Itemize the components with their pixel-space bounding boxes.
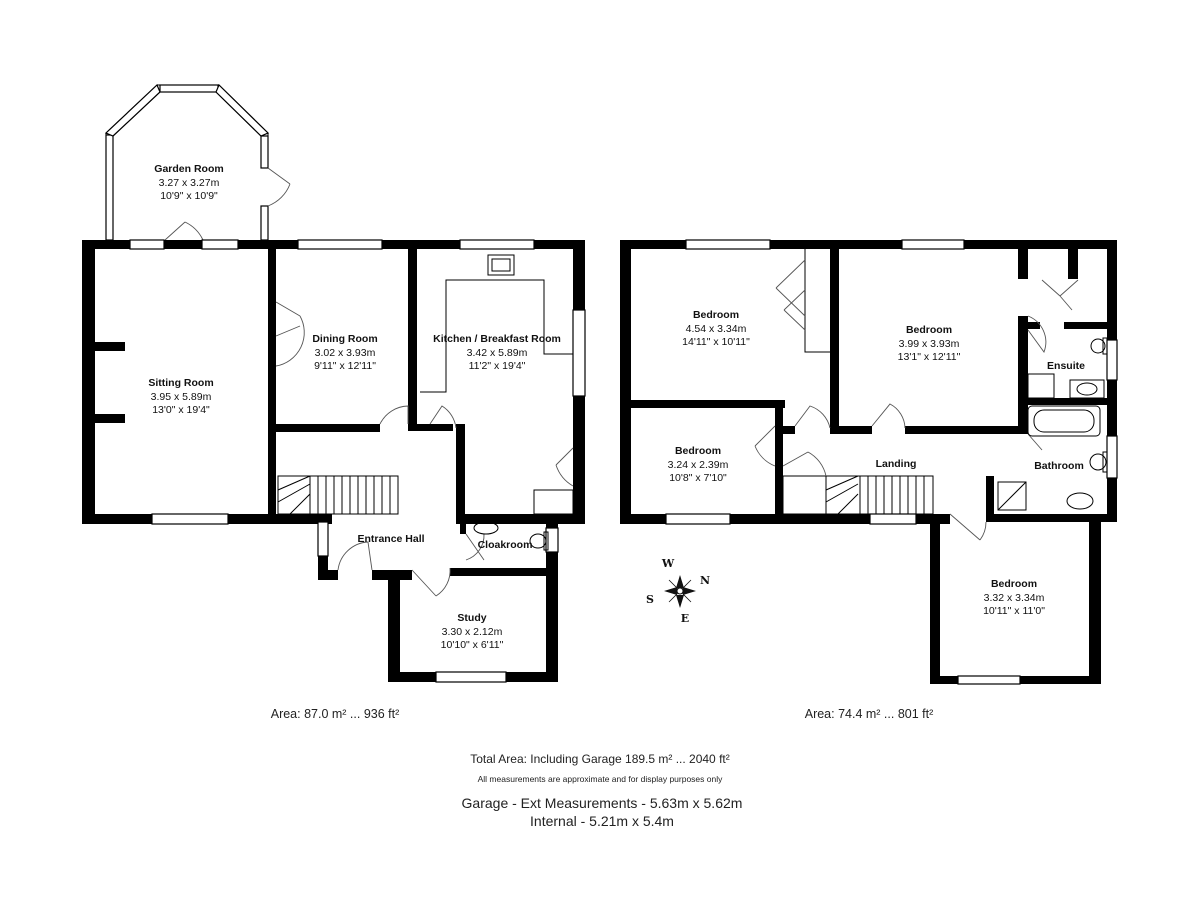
ensuite-cupboard [1027, 279, 1079, 353]
dining-room-imperial: 9'11" x 12'11" [314, 360, 376, 372]
compass-west-label: W [661, 557, 675, 570]
dining-room-name: Dining Room [312, 333, 377, 345]
ground-floor-walls [82, 239, 586, 683]
bedroom-2-imperial: 13'1" x 12'11" [898, 351, 961, 363]
first-floor-area: Area: 74.4 m² ... 801 ft² [805, 707, 934, 721]
kitchen-fittings [420, 254, 574, 515]
garage-ext-measurements: Garage - Ext Measurements - 5.63m x 5.62… [462, 795, 743, 811]
ground-floor-doors [275, 301, 485, 597]
kitchen-name: Kitchen / Breakfast Room [433, 333, 561, 345]
sitting-room-name: Sitting Room [148, 377, 213, 389]
wardrobe [775, 249, 830, 353]
bedroom-4-imperial: 10'11" x 11'0" [983, 605, 1045, 617]
bedroom-4-name: Bedroom [991, 578, 1037, 590]
ground-floor-stairs [277, 475, 399, 515]
first-floor-doors [754, 403, 1043, 541]
ground-floor-area: Area: 87.0 m² ... 936 ft² [271, 707, 400, 721]
first-floor-windows [665, 239, 1118, 685]
bathroom-name: Bathroom [1034, 460, 1084, 472]
kitchen-imperial: 11'2" x 19'4" [469, 360, 526, 372]
bedroom-3-name: Bedroom [675, 445, 721, 457]
dining-room-metric: 3.02 x 3.93m [315, 347, 376, 359]
study-name: Study [457, 612, 486, 624]
garden-room-imperial: 10'9" x 10'9" [160, 190, 218, 202]
bedroom-2-name: Bedroom [906, 324, 952, 336]
first-floor-stairs [782, 475, 934, 515]
first-floor-walls [620, 240, 1117, 684]
cloakroom-name: Cloakroom [478, 539, 533, 551]
ground-floor-plan: Garden Room 3.27 x 3.27m 10'9" x 10'9" S… [82, 83, 586, 721]
ensuite-name: Ensuite [1047, 360, 1085, 372]
study-imperial: 10'10" x 6'11" [441, 639, 504, 651]
sitting-room-imperial: 13'0" x 19'4" [152, 404, 210, 416]
disclaimer: All measurements are approximate and for… [478, 774, 723, 784]
landing-name: Landing [876, 458, 917, 470]
bedroom-1-name: Bedroom [693, 309, 739, 321]
kitchen-metric: 3.42 x 5.89m [467, 347, 528, 359]
compass-south-label: S [646, 593, 654, 606]
entrance-hall-name: Entrance Hall [357, 533, 424, 545]
bedroom-1-imperial: 14'11" x 10'11" [682, 336, 750, 348]
study-metric: 3.30 x 2.12m [442, 626, 503, 638]
garage-int-measurements: Internal - 5.21m x 5.4m [530, 813, 674, 829]
bathroom-fittings [997, 337, 1108, 511]
bedroom-3-metric: 3.24 x 2.39m [668, 459, 729, 471]
total-area: Total Area: Including Garage 189.5 m² ..… [470, 752, 729, 766]
compass-east-label: E [681, 612, 689, 625]
first-floor-plan: Bedroom 4.54 x 3.34m 14'11" x 10'11" Bed… [620, 239, 1118, 721]
bedroom-1-metric: 4.54 x 3.34m [686, 323, 747, 335]
garden-room-name: Garden Room [154, 163, 223, 175]
bedroom-4-metric: 3.32 x 3.34m [984, 592, 1045, 604]
bedroom-3-imperial: 10'8" x 7'10" [669, 472, 727, 484]
sitting-room-metric: 3.95 x 5.89m [151, 391, 212, 403]
garden-room-metric: 3.27 x 3.27m [159, 177, 220, 189]
cloakroom-fittings [473, 521, 549, 551]
compass-north-label: N [700, 574, 710, 587]
bedroom-2-metric: 3.99 x 3.93m [899, 338, 960, 350]
compass-icon: W N S E [646, 557, 710, 625]
